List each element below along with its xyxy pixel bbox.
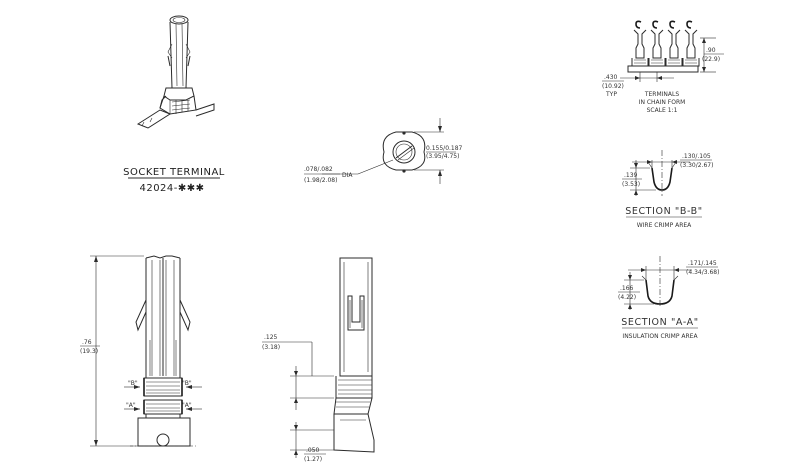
sec-a-h-mm: (4.22)	[618, 294, 636, 301]
sec-a-subtitle: INSULATION CRIMP AREA	[622, 333, 698, 340]
sec-a-w-mm: (4.34/3.68)	[686, 269, 719, 276]
width-in: 0.155/0.187	[426, 145, 463, 152]
sec-a-title: SECTION "A-A"	[621, 317, 698, 328]
section-b-view: .130/.105 (3.30/2.67) .139 (3.53) SECTIO…	[622, 150, 713, 229]
chain-pitch-in: .430	[604, 74, 618, 81]
title-part: 42024-✱✱✱	[139, 183, 204, 194]
side-thk-mm: (1.27)	[304, 456, 322, 463]
dia-mm: (1.98/2.08)	[304, 177, 337, 184]
end-view: .078/.082 (1.98/2.08) DIA 0.155/0.187 (3…	[304, 118, 463, 184]
sec-b-title: SECTION "B-B"	[625, 206, 703, 217]
title-name: SOCKET TERMINAL	[123, 167, 225, 178]
dia-label: DIA	[342, 172, 353, 179]
sec-a-w-in: .171/.145	[688, 260, 717, 267]
sec-b-w-in: .130/.105	[682, 153, 711, 160]
front-len-in: .76	[82, 339, 92, 346]
chain-form-view: .90 (22.9) .430 (10.92) TYP TERMINALS IN…	[602, 20, 724, 114]
chain-caption-3: SCALE 1:1	[647, 107, 678, 114]
front-mark-a-left: "A"	[126, 402, 136, 409]
sec-b-subtitle: WIRE CRIMP AREA	[637, 222, 692, 229]
chain-height-mm: (22.9)	[702, 56, 720, 63]
sec-a-h-in: .166	[620, 285, 634, 292]
sec-b-w-mm: (3.30/2.67)	[680, 162, 713, 169]
side-thk-in: .050	[306, 447, 320, 454]
width-mm: (3.95/4.75)	[426, 153, 459, 160]
front-view: "B" "B" "A" "A" .76 (19.3)	[80, 255, 202, 447]
isometric-terminal	[136, 15, 215, 129]
side-off-mm: (3.18)	[262, 344, 280, 351]
sec-b-h-in: .139	[624, 172, 638, 179]
chain-pitch-note: TYP	[605, 91, 617, 98]
terminal-title: SOCKET TERMINAL 42024-✱✱✱	[123, 167, 225, 194]
side-off-in: .125	[264, 334, 278, 341]
side-view: .125 (3.18) .050 (1.27)	[262, 257, 375, 463]
front-len-mm: (19.3)	[80, 348, 98, 355]
section-a-view: .171/.145 (4.34/3.68) .166 (4.22) SECTIO…	[618, 256, 719, 340]
chain-height-in: .90	[706, 47, 716, 54]
front-mark-b-left: "B"	[128, 380, 138, 387]
front-mark-b-right: "B"	[182, 380, 192, 387]
sec-b-h-mm: (3.53)	[622, 181, 640, 188]
chain-pitch-mm: (10.92)	[602, 83, 624, 90]
chain-caption-1: TERMINALS	[644, 91, 680, 98]
front-mark-a-right: "A"	[182, 402, 192, 409]
chain-caption-2: IN CHAIN FORM	[639, 99, 686, 106]
dia-in: .078/.082	[304, 166, 333, 173]
